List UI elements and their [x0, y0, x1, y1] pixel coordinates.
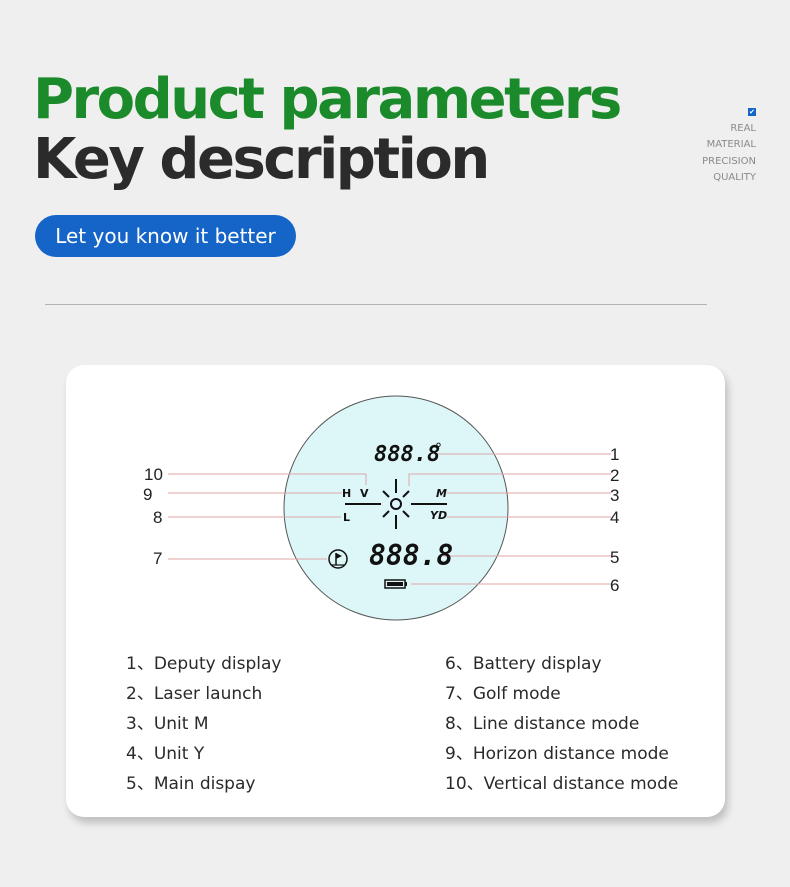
golf-flag-icon — [328, 549, 348, 569]
callout-number-10: 10 — [144, 465, 163, 484]
legend-right: 6、Battery display 7、Golf mode 8、Line dis… — [445, 649, 678, 799]
legend-item: 1、Deputy display — [126, 649, 281, 679]
callout-line-2 — [408, 473, 611, 486]
legend-item: 10、Vertical distance mode — [445, 769, 678, 799]
callout-number-5: 5 — [610, 548, 619, 567]
legend-number: 6、 — [445, 654, 473, 674]
deputy-display: 888.8 — [374, 442, 440, 467]
legend-text: Unit M — [153, 714, 209, 734]
legend-item: 9、Horizon distance mode — [445, 739, 678, 769]
callout-number-2: 2 — [610, 466, 619, 485]
legend-item: 6、Battery display — [445, 649, 678, 679]
label-h: H — [342, 487, 351, 500]
legend-number: 1、 — [126, 654, 154, 674]
laser-sun-icon — [345, 479, 447, 529]
degree-symbol: ° — [435, 441, 442, 457]
callout-number-4: 4 — [610, 508, 619, 527]
legend-item: 3、Unit M — [126, 709, 281, 739]
checkbox-icon: ✔ — [748, 108, 756, 116]
callout-number-1: 1 — [610, 445, 619, 464]
legend-text: Unit Y — [153, 744, 205, 764]
legend-number: 8、 — [445, 714, 473, 734]
corner-tag: PRECISION — [702, 155, 756, 167]
legend-item: 2、Laser launch — [126, 679, 281, 709]
legend-text: Laser launch — [153, 684, 263, 704]
legend-number: 4、 — [126, 744, 154, 764]
legend-item: 4、Unit Y — [126, 739, 281, 769]
callout-number-7: 7 — [153, 549, 162, 568]
unit-yd: YD — [430, 509, 447, 522]
callout-number-9: 9 — [143, 485, 152, 504]
legend-number: 2、 — [126, 684, 154, 704]
main-display: 888.8 — [369, 539, 453, 572]
page-title: Product parameters — [33, 67, 622, 132]
legend-text: Battery display — [472, 654, 602, 674]
legend-text: Vertical distance mode — [483, 774, 679, 794]
legend-text: Horizon distance mode — [472, 744, 669, 764]
corner-tag: REAL — [730, 122, 756, 134]
legend-text: Main dispay — [153, 774, 256, 794]
legend-number: 10、 — [445, 774, 484, 794]
callout-number-3: 3 — [610, 486, 619, 505]
legend-text: Line distance mode — [472, 714, 640, 734]
battery-icon — [384, 579, 407, 589]
legend-number: 9、 — [445, 744, 473, 764]
display-diagram: 1 2 3 4 5 6 7 8 9 10 888.8 ° H V L M YD — [143, 395, 619, 621]
legend-item: 7、Golf mode — [445, 679, 678, 709]
callout-lines — [168, 453, 611, 585]
divider — [45, 304, 707, 305]
legend-number: 7、 — [445, 684, 473, 704]
legend-number: 5、 — [126, 774, 154, 794]
corner-tag: MATERIAL — [706, 139, 756, 150]
page-subtitle: Key description — [33, 127, 490, 192]
callout-number-8: 8 — [153, 508, 162, 527]
legend-text: Deputy display — [153, 654, 282, 674]
know-better-button[interactable]: Let you know it better — [35, 215, 296, 257]
callout-number-6: 6 — [610, 576, 619, 595]
key-card: 1 2 3 4 5 6 7 8 9 10 888.8 ° H V L M YD — [66, 365, 725, 817]
legend-item: 5、Main dispay — [126, 769, 281, 799]
legend-item: 8、Line distance mode — [445, 709, 678, 739]
callout-line-10 — [168, 473, 367, 485]
label-l: L — [343, 511, 350, 524]
label-v: V — [360, 487, 369, 500]
unit-m: M — [436, 487, 447, 500]
legend-number: 3、 — [126, 714, 154, 734]
legend-text: Golf mode — [472, 684, 561, 704]
legend-left: 1、Deputy display 2、Laser launch 3、Unit M… — [126, 649, 281, 799]
corner-tags: ✔ REAL MATERIAL PRECISION QUALITY — [702, 104, 756, 187]
corner-tag: QUALITY — [713, 172, 756, 183]
